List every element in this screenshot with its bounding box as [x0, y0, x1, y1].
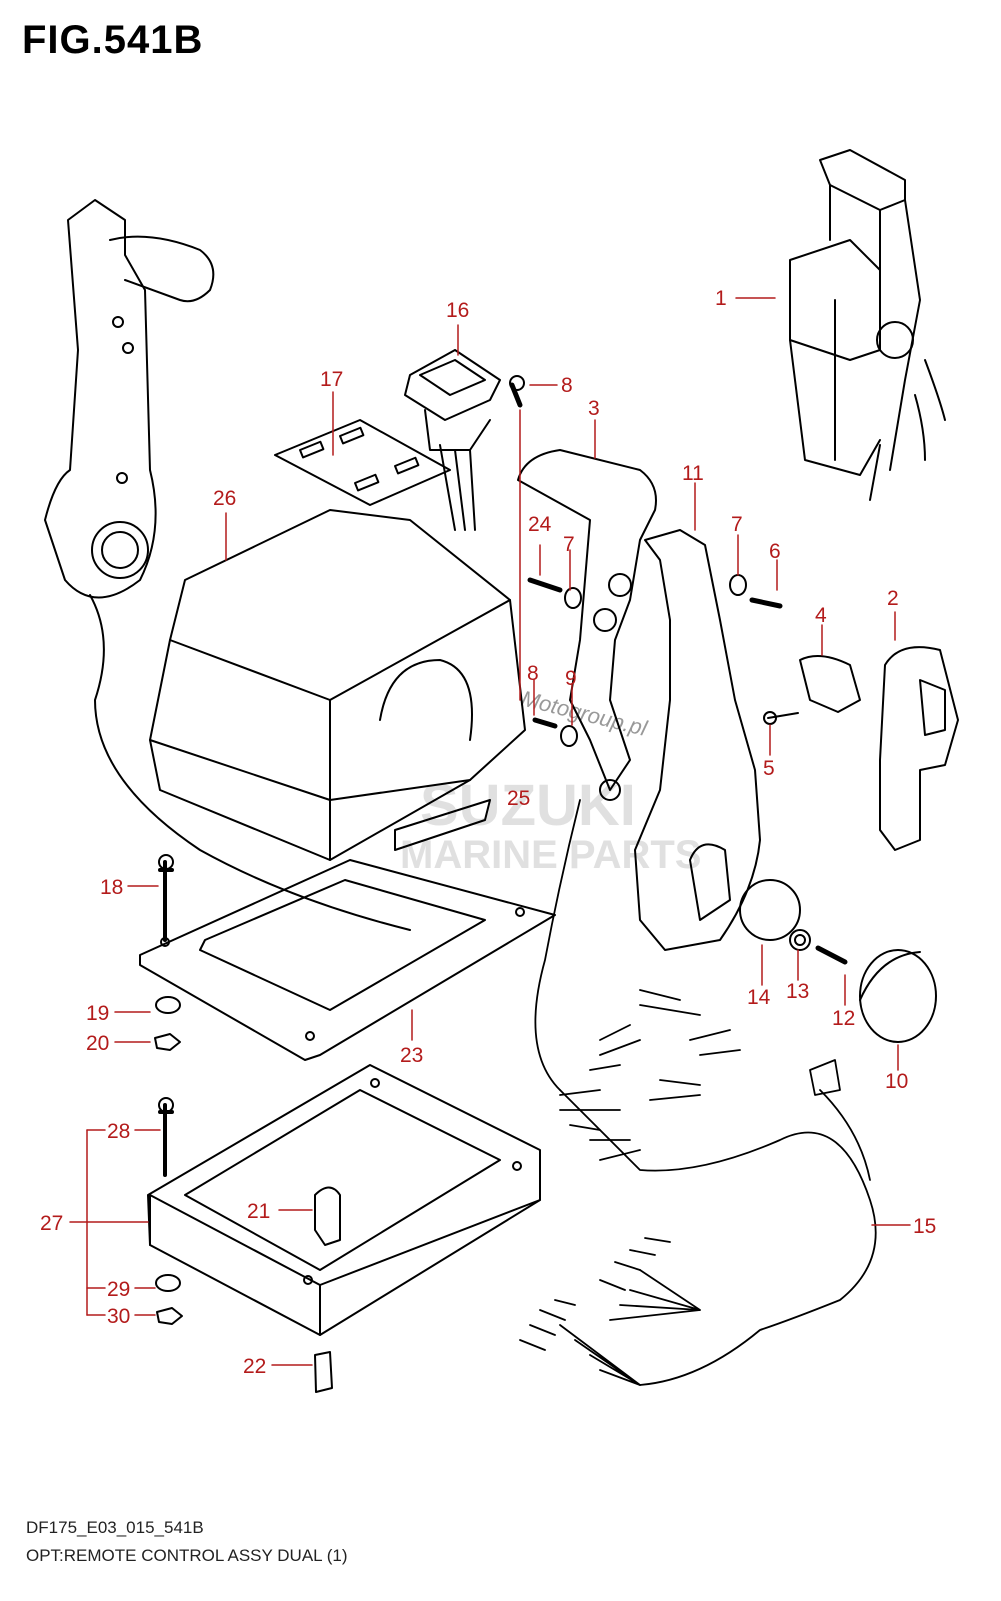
callout-29: 29: [107, 1278, 130, 1301]
figure-code: DF175_E03_015_541B: [26, 1518, 204, 1537]
left-handle: [44, 199, 411, 931]
callout-28: 28: [107, 1120, 130, 1143]
figure-title: FIG.541B: [22, 18, 204, 62]
callout-16: 16: [446, 299, 469, 322]
figure-description: OPT:REMOTE CONTROL ASSY DUAL (1): [26, 1546, 348, 1565]
callout-4: 4: [815, 604, 827, 627]
control-handle: [517, 449, 657, 801]
callout-30: 30: [107, 1305, 130, 1328]
side-cover: [879, 646, 959, 851]
watermark: SUZUKI MARINE PARTS Motogroup.pl: [400, 686, 701, 877]
callout-24: 24: [528, 513, 552, 536]
callout-9: 9: [565, 667, 577, 690]
switch-plate: [274, 419, 451, 506]
watermark-line2: MARINE PARTS: [400, 833, 701, 877]
callout-8b: 8: [527, 662, 539, 685]
gasket-plate: [139, 859, 556, 1061]
callout-6: 6: [769, 540, 781, 563]
callout-14: 14: [747, 986, 771, 1009]
fasteners: [154, 375, 937, 1325]
base-frame: [147, 1064, 541, 1336]
callout-26: 26: [213, 487, 236, 510]
remote-control-unit: [789, 149, 946, 501]
small-bracket: [314, 1351, 333, 1393]
callout-11: 11: [682, 462, 704, 485]
wiring-harness: [519, 799, 877, 1386]
callout-7a: 7: [731, 513, 743, 536]
callout-3: 3: [588, 397, 600, 420]
callout-10: 10: [885, 1070, 908, 1093]
callout-12: 12: [832, 1007, 855, 1030]
callout-21: 21: [247, 1200, 270, 1223]
callout-20: 20: [86, 1032, 109, 1055]
callout-13: 13: [786, 980, 809, 1003]
callout-18: 18: [100, 876, 123, 899]
callout-19: 19: [86, 1002, 109, 1025]
callout-27: 27: [40, 1212, 63, 1235]
callout-8a: 8: [561, 374, 573, 397]
callout-5: 5: [763, 757, 775, 780]
callout-7b: 7: [563, 533, 575, 556]
callout-25: 25: [507, 787, 530, 810]
callout-15: 15: [913, 1215, 936, 1238]
callout-labels: 1 2 3 4 5 6 7 7 8 8 9 10 11 12 13 14 15 …: [40, 287, 936, 1378]
watermark-overlay: Motogroup.pl: [519, 686, 651, 742]
callout-17: 17: [320, 368, 343, 391]
callout-2: 2: [887, 587, 899, 610]
watermark-line1: SUZUKI: [420, 773, 636, 838]
clip-part: [314, 1186, 341, 1246]
rocker-switch: [404, 349, 501, 531]
leader-lines: [69, 297, 911, 1366]
callout-1: 1: [715, 287, 727, 310]
callout-23: 23: [400, 1044, 423, 1067]
lever-arm: [634, 529, 761, 951]
housing-cover: [149, 509, 526, 861]
callout-22: 22: [243, 1355, 266, 1378]
